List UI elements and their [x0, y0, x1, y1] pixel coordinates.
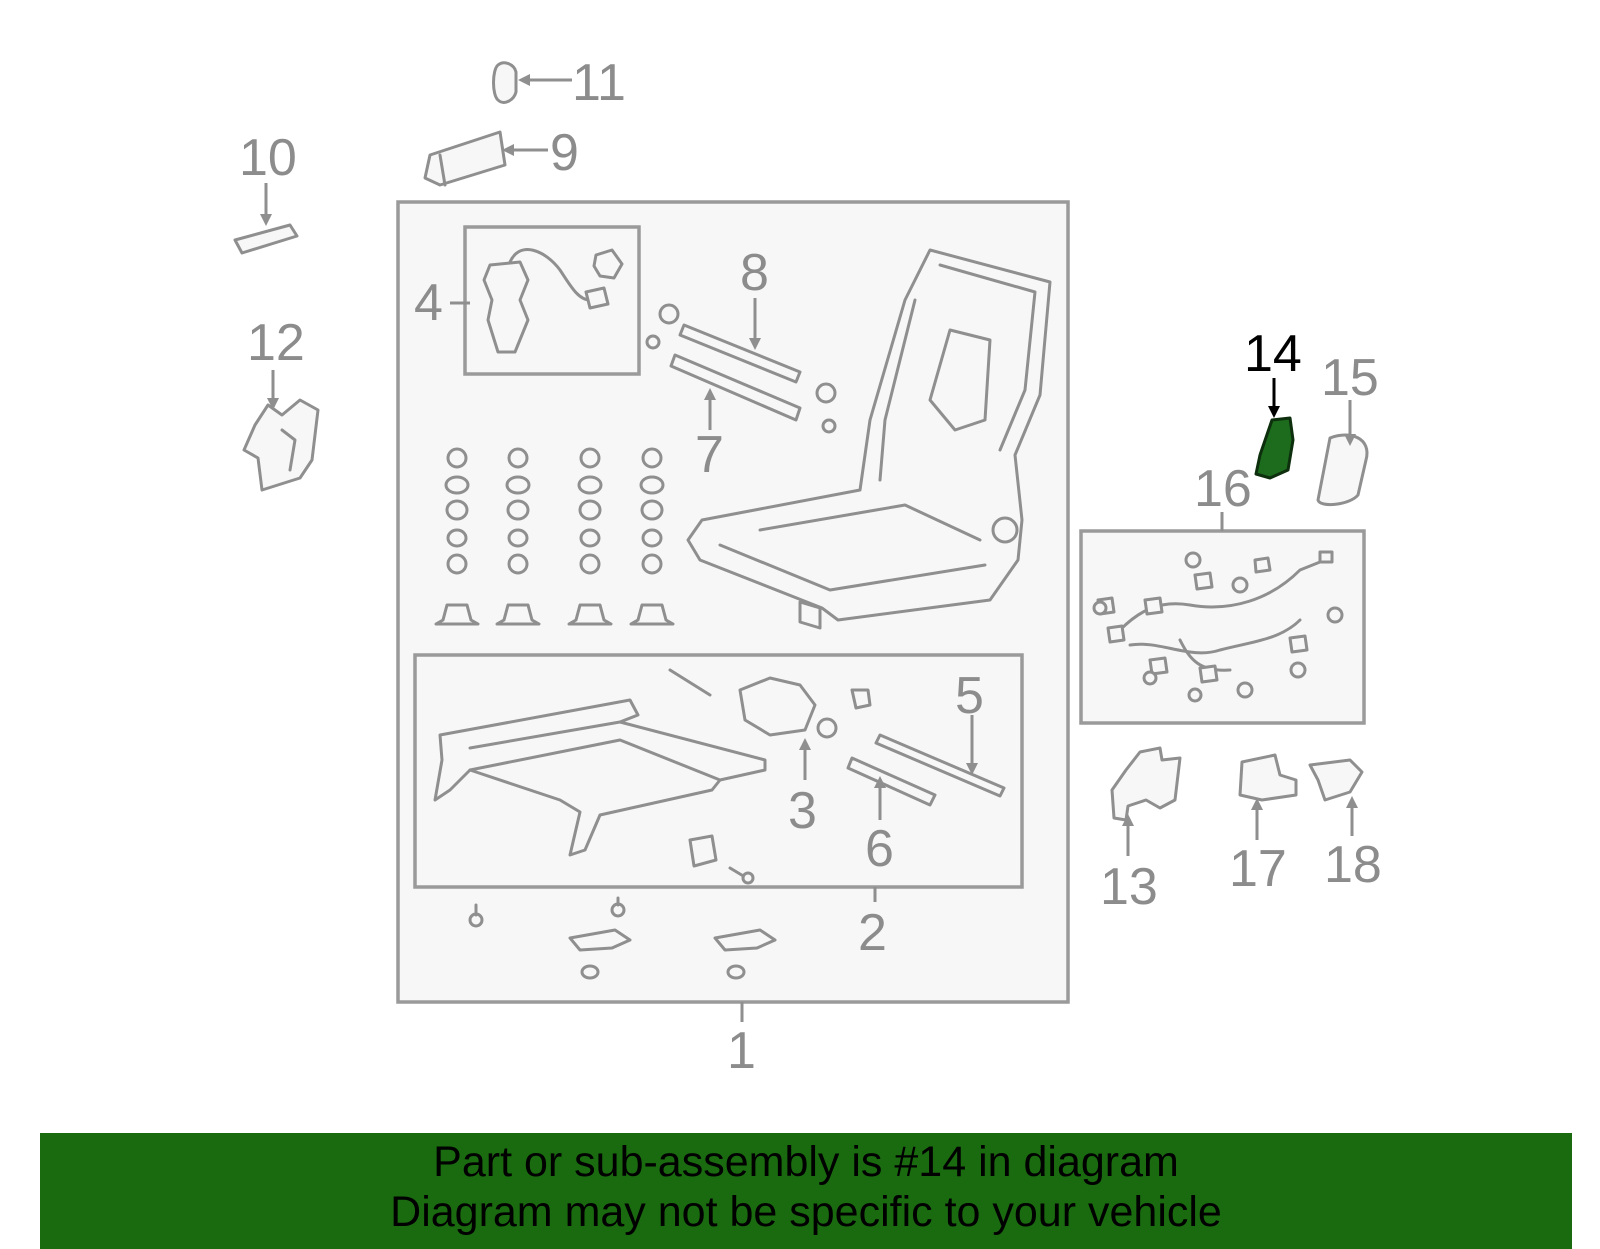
part-4-motor [482, 248, 624, 354]
part-11-clip [492, 61, 518, 104]
part-12-bracket [242, 398, 320, 492]
part-14-highlighted [1254, 416, 1295, 480]
part-17-bracket [1238, 753, 1298, 802]
part-10-pad [233, 223, 299, 255]
part-16-harness [1092, 550, 1344, 703]
banner-line-2: Diagram may not be specific to your vehi… [390, 1188, 1222, 1236]
seat-frame [686, 248, 1052, 630]
seat-track [433, 698, 767, 857]
part-13-bracket [1110, 746, 1182, 822]
callout-15: 15 [1321, 349, 1379, 407]
callout-5: 5 [955, 667, 984, 725]
callout-2: 2 [858, 904, 887, 962]
callout-3: 3 [788, 782, 817, 840]
callout-1: 1 [727, 1022, 756, 1080]
part-15-cover [1316, 433, 1369, 507]
bottom-hardware [468, 896, 777, 980]
callout-12: 12 [247, 314, 305, 372]
banner-line-1: Part or sub-assembly is #14 in diagram [433, 1138, 1179, 1186]
callout-16: 16 [1194, 460, 1252, 518]
callout-8: 8 [740, 244, 769, 302]
part-6-rod [846, 756, 937, 807]
part-7-rod [669, 353, 837, 434]
part-8-rod [645, 303, 802, 384]
callout-10: 10 [239, 129, 297, 187]
part-3-motor [668, 668, 872, 739]
part-18-bracket [1308, 758, 1364, 802]
hardware-column-3 [567, 447, 613, 626]
callout-4: 4 [414, 274, 443, 332]
callout-17: 17 [1229, 840, 1287, 898]
callout-labels: 11 9 10 12 4 8 7 5 3 6 2 1 14 15 16 13 1… [239, 54, 1382, 1080]
callout-18: 18 [1324, 836, 1382, 894]
hardware-column-1 [434, 447, 480, 626]
callout-9: 9 [550, 124, 579, 182]
info-banner: Part or sub-assembly is #14 in diagram D… [40, 1133, 1572, 1249]
hardware-column-4 [629, 447, 675, 626]
part-9-bracket [423, 130, 507, 187]
callout-14: 14 [1244, 325, 1302, 383]
callout-13: 13 [1100, 858, 1158, 916]
part-5-rod [874, 733, 1006, 798]
track-hardware [688, 834, 755, 885]
callout-7: 7 [695, 426, 724, 484]
hardware-column-2 [495, 447, 541, 626]
leader-lines [260, 74, 1358, 1022]
callout-11: 11 [572, 54, 626, 112]
callout-6: 6 [865, 820, 894, 878]
